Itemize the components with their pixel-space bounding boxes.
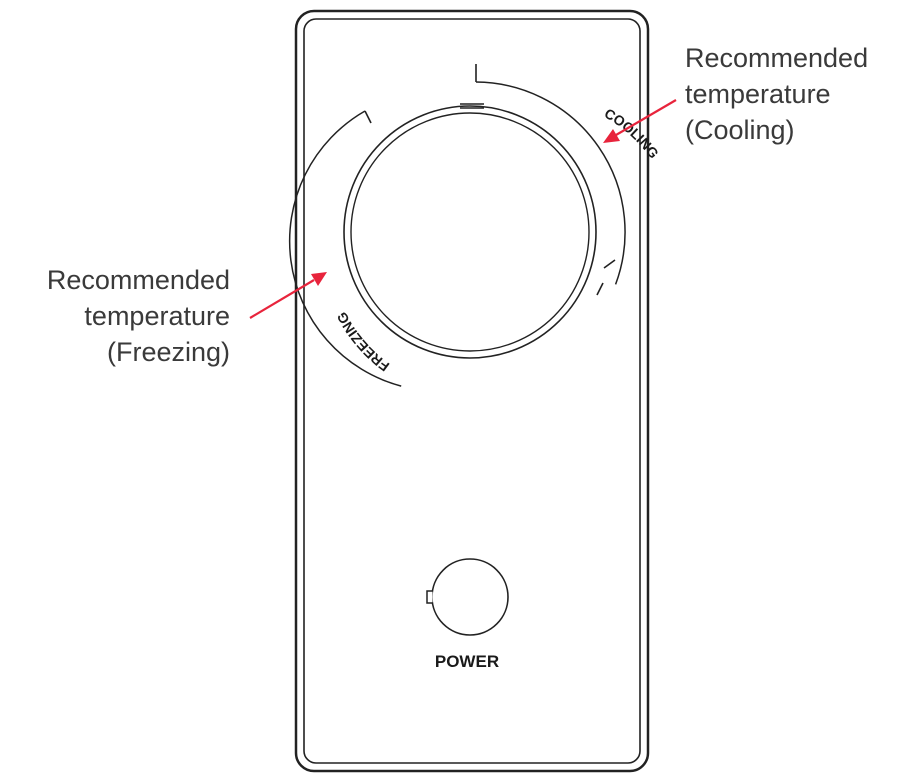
callout-freezing-line-2: temperature [84, 301, 230, 331]
freezing-arrow [249, 272, 327, 319]
temperature-dial[interactable]: COOLING FREEZING [288, 64, 662, 387]
callout-freezing-line-3: (Freezing) [106, 337, 230, 367]
power-button-notch [426, 590, 433, 604]
dial-knob-outer[interactable] [343, 105, 597, 359]
dial-tick-left [364, 110, 372, 124]
cooling-arrow [603, 99, 677, 143]
dial-scale-arc [475, 81, 626, 285]
callout-cooling-line-1: Recommended [685, 43, 869, 73]
dial-scale-arc-left [288, 110, 402, 387]
callout-freezing-line-1: Recommended [46, 265, 230, 295]
callout-cooling: Recommended temperature (Cooling) [685, 40, 868, 148]
callout-freezing: Recommended temperature (Freezing) [0, 262, 230, 370]
power-button-circle[interactable] [431, 558, 509, 636]
dial-tick-right-lower [596, 282, 604, 296]
power-button[interactable] [426, 558, 509, 636]
panel-inner-frame [303, 18, 641, 764]
power-label: POWER [435, 652, 499, 671]
dial-tick-right-upper [603, 259, 616, 269]
dial-knob-inner [350, 112, 590, 352]
callout-cooling-line-2: temperature [685, 79, 831, 109]
panel-outer-frame [294, 9, 650, 773]
callout-cooling-line-3: (Cooling) [685, 115, 795, 145]
